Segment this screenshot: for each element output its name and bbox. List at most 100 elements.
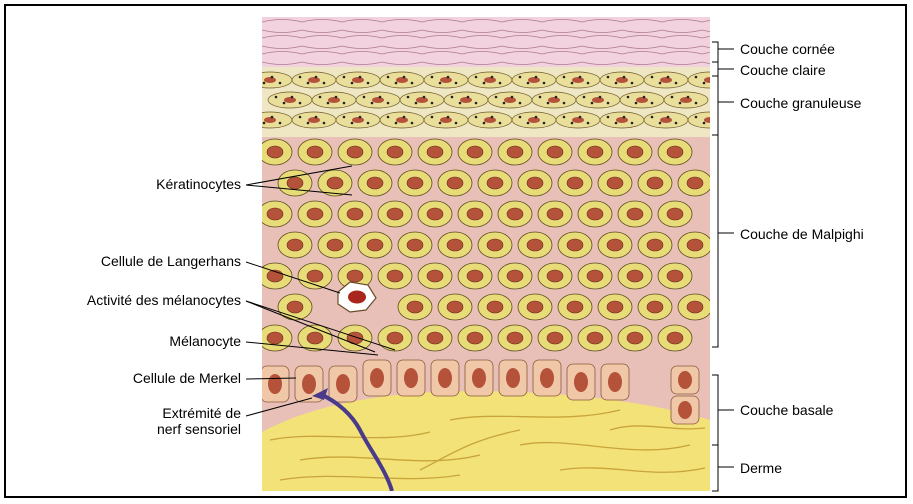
granule xyxy=(671,96,674,99)
granule xyxy=(439,82,442,85)
label-couche-cornee: Couche cornée xyxy=(740,41,835,57)
granule xyxy=(695,102,698,105)
keratinocyte-nucleus xyxy=(427,146,443,158)
granule xyxy=(279,122,282,125)
granule xyxy=(587,82,590,85)
granule xyxy=(415,102,418,105)
basal-nucleus xyxy=(438,368,452,388)
keratinocyte-nucleus xyxy=(427,208,443,220)
granule xyxy=(431,116,434,119)
granule xyxy=(271,116,274,119)
granular-nucleus xyxy=(528,77,540,83)
keratinocyte-nucleus xyxy=(307,146,323,158)
granule xyxy=(607,76,610,79)
granule xyxy=(351,82,354,85)
granule xyxy=(323,82,326,85)
granule xyxy=(291,96,294,99)
label-couche-granuleuse-text: Couche granuleuse xyxy=(740,95,861,111)
granule xyxy=(255,116,258,119)
layer-cornee xyxy=(262,17,710,67)
granule xyxy=(387,116,390,119)
granule xyxy=(583,96,586,99)
keratinocyte-nucleus xyxy=(267,332,283,344)
granular-nucleus xyxy=(484,77,496,83)
keratinocyte-nucleus xyxy=(427,270,443,282)
basal-nucleus xyxy=(370,368,384,388)
keratinocyte-nucleus xyxy=(327,177,343,189)
keratinocyte-nucleus xyxy=(467,208,483,220)
label-derme-text: Derme xyxy=(740,460,782,476)
granule xyxy=(283,102,286,105)
granular-nucleus xyxy=(704,77,716,83)
granule xyxy=(475,102,478,105)
granule xyxy=(627,96,630,99)
granule xyxy=(447,76,450,79)
keratinocyte-nucleus xyxy=(687,239,703,251)
keratinocyte-nucleus xyxy=(547,270,563,282)
basal-nucleus xyxy=(268,374,282,394)
keratinocyte-nucleus xyxy=(607,239,623,251)
granule xyxy=(483,82,486,85)
keratinocyte-nucleus xyxy=(447,177,463,189)
granular-nucleus xyxy=(528,117,540,123)
granule xyxy=(651,76,654,79)
granule xyxy=(503,102,506,105)
granule xyxy=(299,116,302,119)
label-couche-granuleuse: Couche granuleuse xyxy=(740,95,861,111)
basal-nucleus xyxy=(336,374,350,394)
granule xyxy=(495,96,498,99)
basal-nucleus xyxy=(678,371,692,389)
granular-nucleus xyxy=(484,117,496,123)
keratinocyte-nucleus xyxy=(567,239,583,251)
basal-nucleus xyxy=(574,372,588,392)
label-merkel-text: Cellule de Merkel xyxy=(133,370,241,386)
basal-nucleus xyxy=(678,401,692,419)
granular-nucleus xyxy=(372,97,384,103)
granule xyxy=(519,76,522,79)
granule xyxy=(635,102,638,105)
granule xyxy=(519,116,522,119)
keratinocyte-nucleus xyxy=(467,146,483,158)
keratinocyte-nucleus xyxy=(447,239,463,251)
label-langerhans-text: Cellule de Langerhans xyxy=(101,253,241,269)
granule xyxy=(459,102,462,105)
keratinocyte-nucleus xyxy=(667,270,683,282)
granular-nucleus xyxy=(548,97,560,103)
granule xyxy=(403,116,406,119)
granular-nucleus xyxy=(352,117,364,123)
granule xyxy=(659,82,662,85)
granule xyxy=(695,76,698,79)
granule xyxy=(299,76,302,79)
granule xyxy=(327,102,330,105)
basal-nucleus xyxy=(540,368,554,388)
granule xyxy=(343,116,346,119)
granule xyxy=(543,82,546,85)
layer-bracket xyxy=(712,76,718,135)
granule xyxy=(403,76,406,79)
keratinocyte-nucleus xyxy=(427,332,443,344)
keratinocyte-nucleus xyxy=(667,208,683,220)
granule xyxy=(367,122,370,125)
keratinocyte-nucleus xyxy=(467,332,483,344)
granular-nucleus xyxy=(440,117,452,123)
keratinocyte-nucleus xyxy=(307,208,323,220)
keratinocyte-nucleus xyxy=(647,301,663,313)
granule xyxy=(475,116,478,119)
granule xyxy=(411,82,414,85)
keratinocyte-nucleus xyxy=(387,146,403,158)
granule xyxy=(563,102,566,105)
keratinocyte-nucleus xyxy=(307,332,323,344)
label-nerve: Extrémité de nerf sensoriel xyxy=(41,405,241,437)
keratinocyte-nucleus xyxy=(407,177,423,189)
granule xyxy=(527,82,530,85)
keratinocyte-nucleus xyxy=(367,177,383,189)
granule xyxy=(491,76,494,79)
granule xyxy=(667,76,670,79)
keratinocyte-nucleus xyxy=(507,332,523,344)
label-couche-cornee-text: Couche cornée xyxy=(740,41,835,57)
granule xyxy=(351,122,354,125)
label-couche-claire-text: Couche claire xyxy=(740,62,826,78)
granule xyxy=(307,82,310,85)
granule xyxy=(455,82,458,85)
granule xyxy=(703,82,706,85)
